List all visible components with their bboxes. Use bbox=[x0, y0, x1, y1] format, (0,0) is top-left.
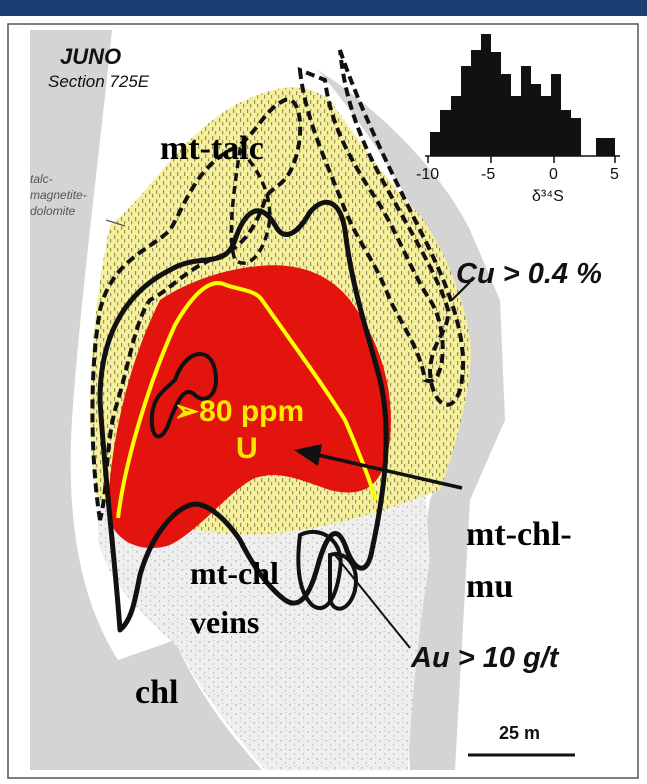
label-mt-talc: mt-talc bbox=[160, 130, 264, 167]
label-mt-chl-mu: mt-chl- bbox=[466, 516, 572, 553]
mu-arrow-head bbox=[294, 444, 322, 466]
cu-inner bbox=[229, 146, 272, 265]
au-inner-loop bbox=[149, 352, 218, 439]
cu-outline-left bbox=[90, 97, 303, 521]
host-chl-left bbox=[30, 30, 262, 770]
hist-tick-label: -10 bbox=[416, 166, 440, 183]
label-chl: chl bbox=[135, 674, 179, 711]
label-au-threshold: Au > 10 g/t bbox=[411, 642, 559, 674]
legend-leader bbox=[105, 219, 126, 227]
label-mt-chl-veins: mt-chl bbox=[190, 555, 279, 591]
legend-note-line2: magnetite- bbox=[30, 188, 87, 202]
cu-leader bbox=[451, 281, 471, 301]
cu-outline-right bbox=[297, 66, 445, 384]
legend-note-line1: talc- bbox=[30, 172, 53, 186]
host-chl-right bbox=[318, 70, 505, 770]
label-uranium-ppm: ➢80 ppm bbox=[174, 395, 305, 428]
hist-tick-label: 5 bbox=[610, 166, 619, 183]
title: JUNO bbox=[60, 44, 122, 69]
au-outline bbox=[97, 199, 389, 633]
label-uranium-symbol: U bbox=[236, 432, 258, 465]
cu-outline-far-right bbox=[338, 49, 466, 407]
label-mt-chl-mu: mu bbox=[466, 568, 514, 605]
u-outline bbox=[116, 281, 378, 519]
hist-tick-label: -5 bbox=[481, 166, 496, 183]
hist-axis-label: δ³⁴S bbox=[532, 188, 564, 205]
au-lobe-lower bbox=[328, 552, 358, 611]
label-cu-threshold: Cu > 0.4 % bbox=[456, 258, 602, 290]
hist-tick-label: 0 bbox=[549, 166, 558, 183]
label-mt-chl-veins: veins bbox=[190, 604, 260, 640]
au-leader bbox=[334, 554, 411, 649]
subtitle: Section 725E bbox=[48, 72, 150, 91]
header-bar bbox=[0, 0, 647, 16]
mu-arrow-line bbox=[317, 453, 463, 490]
zone-uranium bbox=[108, 265, 391, 549]
delta34s-histogram bbox=[425, 34, 620, 163]
scale-bar-label: 25 m bbox=[499, 723, 541, 743]
legend-note-line3: dolomite bbox=[30, 204, 76, 218]
